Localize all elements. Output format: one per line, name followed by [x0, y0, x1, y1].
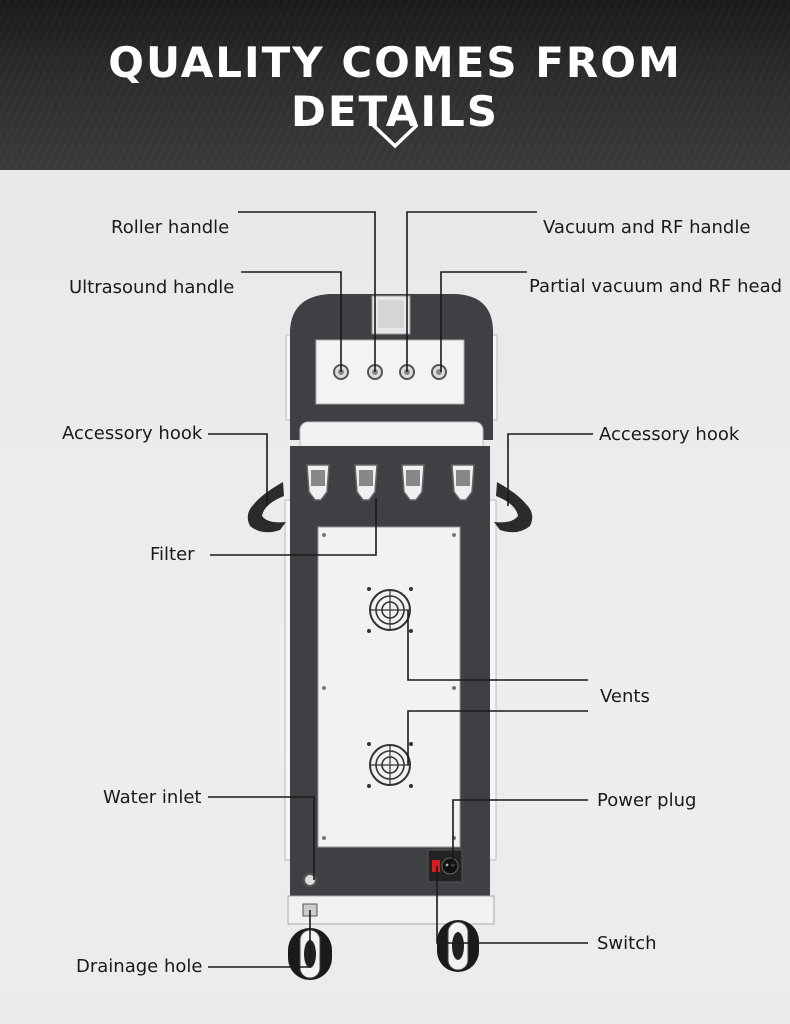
leader-accessory-hook-right — [507, 433, 593, 506]
label-ultrasound-handle: Ultrasound handle — [69, 277, 235, 298]
label-vents: Vents — [600, 686, 650, 707]
label-drainage-hole: Drainage hole — [76, 956, 203, 977]
leader-partial-vacuum-rf-head — [440, 271, 527, 372]
label-filter: Filter — [150, 544, 195, 565]
label-roller-handle: Roller handle — [111, 217, 230, 238]
water-inlet-port — [303, 873, 317, 887]
label-accessory-hook-left: Accessory hook — [62, 423, 203, 444]
wheel-right — [437, 920, 479, 972]
leader-water-inlet — [208, 796, 315, 880]
leader-ultrasound-handle — [241, 271, 342, 372]
label-accessory-hook-right: Accessory hook — [599, 424, 740, 445]
leader-switch — [436, 866, 588, 944]
rear-access-panel — [317, 526, 461, 848]
accessory-hook-left — [247, 482, 286, 533]
vent-fan-upper — [367, 587, 413, 633]
leader-accessory-hook-left — [208, 433, 268, 506]
chevron-down-icon — [371, 123, 419, 149]
leader-filter — [210, 498, 377, 556]
leader-vents-lower — [407, 710, 588, 765]
header-banner: QUALITY COMES FROM DETAILS — [0, 0, 790, 170]
label-partial-vacuum-rf-head: Partial vacuum and RF head — [529, 276, 783, 297]
leader-power-plug — [452, 799, 588, 866]
label-power-plug: Power plug — [597, 790, 697, 811]
leader-vacuum-rf-handle — [406, 211, 537, 372]
page-title: QUALITY COMES FROM DETAILS — [108, 38, 682, 136]
leader-drainage-hole — [208, 910, 311, 968]
label-switch: Switch — [597, 933, 657, 954]
leader-roller-handle — [238, 211, 376, 372]
product-detail-section: Roller handle Ultrasound handle Vacuum a… — [0, 170, 790, 1024]
label-vacuum-rf-handle: Vacuum and RF handle — [543, 217, 751, 238]
label-water-inlet: Water inlet — [103, 787, 202, 808]
vent-fan-lower — [367, 742, 413, 788]
machine-illustration — [208, 211, 593, 980]
power-switch — [432, 860, 440, 872]
leader-vents — [407, 610, 588, 681]
machine-base — [287, 895, 495, 925]
accessory-hook-right — [494, 482, 533, 533]
